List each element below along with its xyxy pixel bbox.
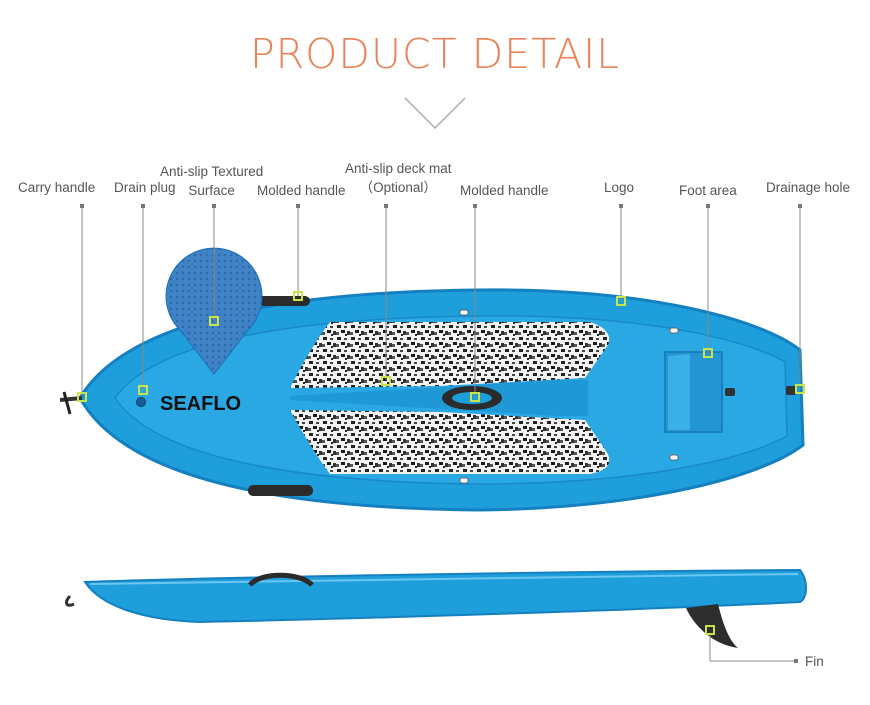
side-handle-bottom (248, 485, 313, 496)
label-carry-handle: Carry handle (18, 180, 96, 195)
leader-endpoints (80, 204, 802, 663)
side-handle-top (258, 296, 310, 306)
label-molded-handle-center: Molded handle (460, 183, 549, 198)
label-foot-area: Foot area (679, 183, 737, 198)
label-anti-slip-deck-mat: Anti-slip deck mat （Optional） (345, 161, 452, 195)
board-top-view (59, 288, 805, 512)
chevron-down-icon (404, 97, 466, 130)
label-logo: Logo (604, 180, 635, 195)
deck-mat-bottom (290, 410, 610, 474)
label-drainage-hole: Drainage hole (766, 180, 851, 195)
callout-markers (77, 291, 805, 635)
page-title: PRODUCT DETAIL (249, 30, 621, 78)
deck-mat-top (290, 322, 610, 388)
leader-lines (81, 206, 801, 662)
label-anti-slip-textured-surface: Anti-slip Textured Surface (160, 164, 264, 198)
label-fin: Fin (805, 654, 824, 669)
label-molded-handle-left: Molded handle (257, 183, 346, 198)
drain-plug-part (136, 397, 146, 407)
board-side-view (65, 568, 807, 648)
board-logo: SEAFLO (160, 393, 241, 415)
label-drain-plug: Drain plug (114, 180, 176, 195)
